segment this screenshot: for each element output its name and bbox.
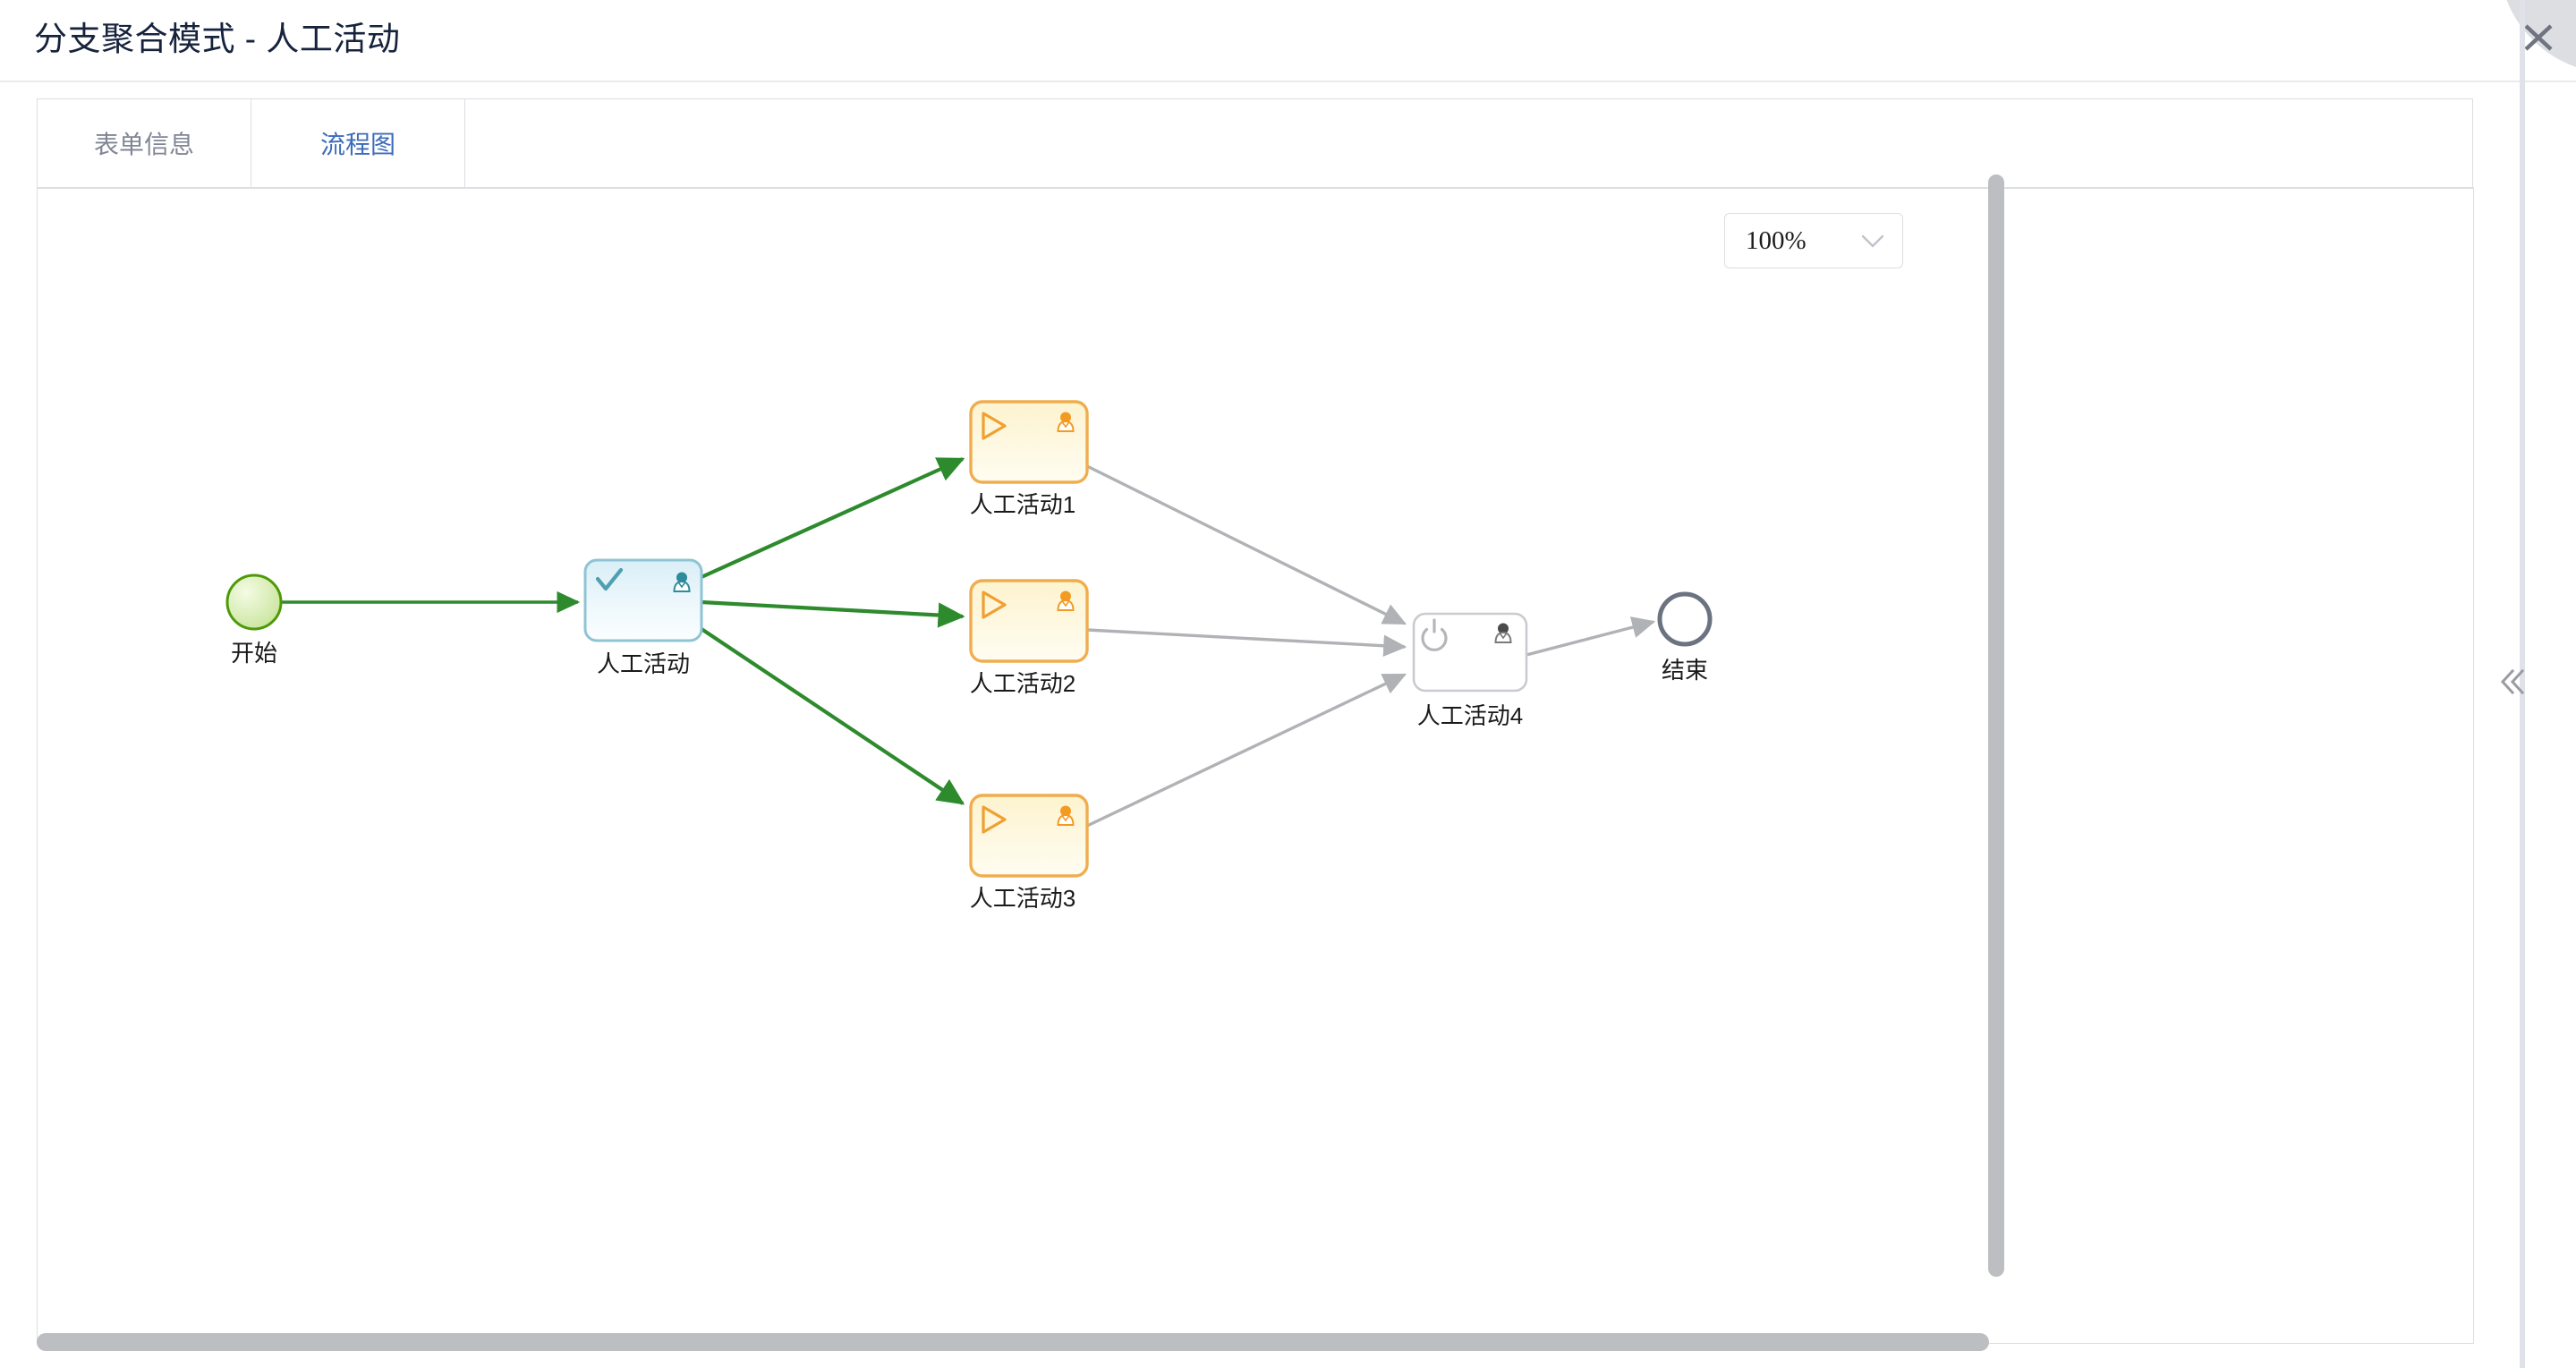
node-task2-label: 人工活动2	[970, 670, 1075, 697]
collapse-panel-button[interactable]	[2495, 664, 2530, 700]
node-task3[interactable]: 人工活动3	[969, 794, 1089, 912]
panel-divider	[2520, 0, 2525, 1368]
power-icon	[1421, 618, 1448, 651]
tab-underline	[37, 187, 2474, 189]
node-end-label: 结束	[1662, 657, 1708, 684]
task2-box	[969, 579, 1089, 663]
node-task0-label: 人工活动	[597, 650, 690, 677]
node-task4[interactable]: 人工活动4	[1412, 612, 1528, 729]
user-icon	[673, 572, 691, 592]
page-title: 分支聚合模式 - 人工活动	[34, 21, 401, 57]
zoom-level-select[interactable]: 100%	[1724, 213, 1903, 268]
tab-list: 表单信息 流程图	[37, 98, 2473, 187]
node-start-label: 开始	[231, 640, 277, 667]
chevron-down-icon	[1861, 234, 1884, 248]
tab-flowchart[interactable]: 流程图	[251, 98, 465, 187]
user-icon	[1494, 623, 1512, 643]
task1-box	[969, 400, 1089, 484]
tab-strip-filler	[464, 98, 2473, 187]
user-icon	[1057, 591, 1075, 611]
play-icon	[982, 591, 1007, 619]
edge-task0-to-task2[interactable]	[701, 599, 965, 628]
play-icon	[982, 412, 1007, 440]
node-task1[interactable]: 人工活动1	[969, 400, 1089, 518]
edge-task2-to-task4[interactable]	[1086, 628, 1407, 657]
user-icon	[1057, 412, 1075, 432]
zoom-level-value: 100%	[1746, 225, 1807, 255]
double-chevron-left-icon	[2500, 668, 2525, 695]
close-icon	[2524, 24, 2553, 51]
start-event-circle	[225, 574, 283, 631]
horizontal-scrollbar[interactable]	[37, 1333, 2474, 1351]
edge-task4-to-end[interactable]	[1526, 616, 1656, 657]
flowchart-canvas-panel[interactable]: 开始 人工活动	[37, 189, 2474, 1344]
node-start[interactable]: 开始	[225, 574, 283, 667]
edge-task0-to-task1[interactable]	[701, 457, 965, 579]
dialog-header: 分支聚合模式 - 人工活动	[0, 0, 2576, 82]
play-icon	[982, 805, 1007, 834]
edge-task3-to-task4[interactable]	[1086, 673, 1407, 828]
end-event-circle	[1657, 591, 1713, 647]
vertical-scrollbar-thumb[interactable]	[1988, 174, 2004, 1277]
task0-box	[583, 558, 703, 642]
horizontal-scrollbar-thumb[interactable]	[37, 1333, 1989, 1351]
tab-bar: 表单信息 流程图	[37, 98, 2474, 189]
edge-layer-done	[281, 457, 965, 805]
node-task3-label: 人工活动3	[970, 885, 1075, 912]
node-task4-label: 人工活动4	[1417, 702, 1523, 729]
task4-box	[1412, 612, 1528, 692]
edge-task1-to-task4[interactable]	[1086, 464, 1407, 625]
check-icon	[595, 567, 624, 591]
node-task0[interactable]: 人工活动	[583, 558, 703, 677]
task3-box	[969, 794, 1089, 878]
node-end[interactable]: 结束	[1657, 591, 1713, 684]
edge-task0-to-task3[interactable]	[700, 627, 965, 805]
flowchart-diagram[interactable]: 开始 人工活动	[38, 189, 1990, 1303]
node-task1-label: 人工活动1	[970, 491, 1075, 518]
tab-form-info[interactable]: 表单信息	[37, 98, 251, 187]
close-button[interactable]	[2499, 0, 2576, 73]
edge-layer-pending	[1086, 464, 1656, 828]
vertical-scrollbar[interactable]	[1988, 174, 2004, 1279]
node-task2[interactable]: 人工活动2	[969, 579, 1089, 697]
user-icon	[1057, 805, 1075, 826]
